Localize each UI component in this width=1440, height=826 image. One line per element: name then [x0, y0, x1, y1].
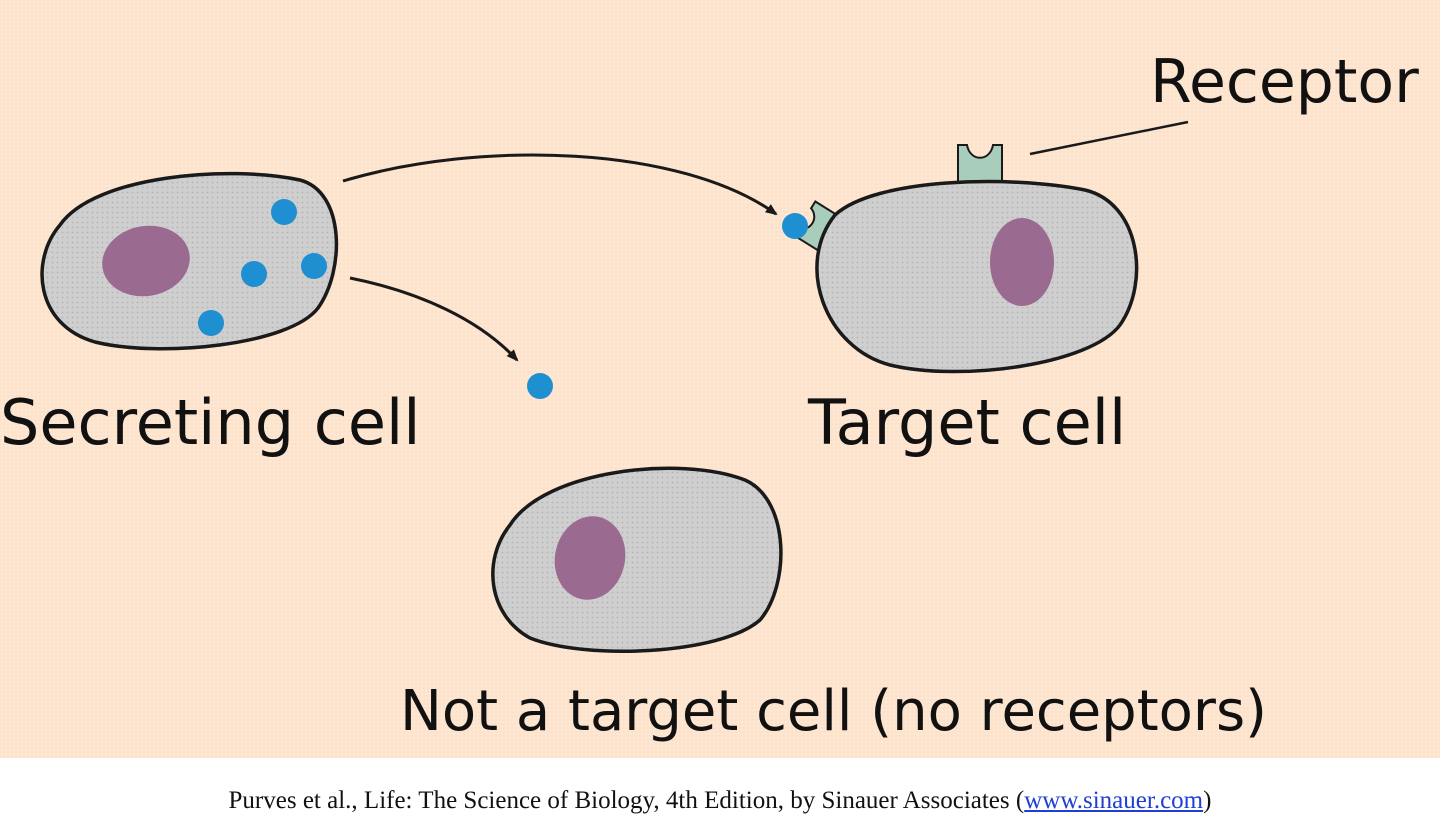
- non-target-cell-membrane: [491, 466, 783, 653]
- secreting-cell-label: Secreting cell: [0, 386, 421, 459]
- target-receptor-top: [957, 144, 1003, 183]
- hormone-molecule: [301, 253, 327, 279]
- hormone-molecule: [271, 199, 297, 225]
- diagram-canvas: [40, 120, 1189, 653]
- caption-closing: ): [1203, 787, 1212, 814]
- target-cell-nucleus: [990, 218, 1054, 306]
- arrow-to-target-cell: [342, 153, 778, 216]
- receptor-leader-line: [1029, 120, 1189, 156]
- sinauer-link[interactable]: www.sinauer.com: [1024, 787, 1204, 814]
- hormone-molecule: [198, 310, 224, 336]
- caption-text: Purves et al., Life: The Science of Biol…: [228, 787, 1025, 814]
- target-cell-membrane: [815, 179, 1139, 374]
- secreting-cell: [40, 171, 339, 351]
- non-target-cell-nucleus: [554, 516, 626, 600]
- diagram-figure: Receptor Secreting cell Target cell Not …: [0, 0, 1440, 758]
- non-target-cell: [491, 466, 783, 653]
- target-cell: [782, 144, 1139, 374]
- figure-caption: Purves et al., Life: The Science of Biol…: [0, 788, 1440, 813]
- target-cell-label: Target cell: [808, 386, 1127, 459]
- non-target-cell-label: Not a target cell (no receptors): [400, 679, 1267, 744]
- receptor-label: Receptor: [1150, 47, 1419, 117]
- free-hormone-molecule: [527, 373, 553, 399]
- secreting-cell-nucleus: [102, 225, 190, 297]
- hormone-molecule: [241, 261, 267, 287]
- arrow-to-free-molecule: [349, 276, 519, 362]
- bound-hormone-molecule: [782, 213, 808, 239]
